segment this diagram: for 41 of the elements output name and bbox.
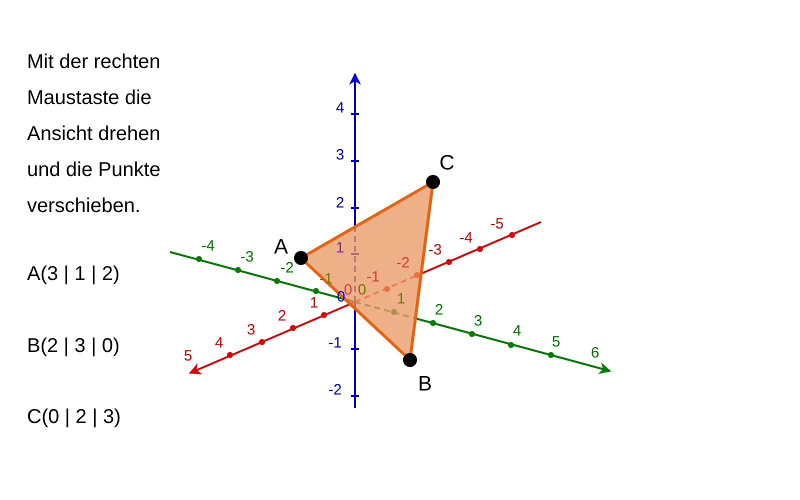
tick-label: -1 <box>328 336 342 350</box>
point-label: A <box>274 236 288 258</box>
instructions-text: Mit der rechten Maustaste die Ansicht drehen und die Punkte verschieben. <box>27 50 162 219</box>
tick-label: 0 <box>344 282 352 298</box>
point-marker <box>294 251 308 265</box>
tick-label: -1 <box>319 272 333 286</box>
point-marker <box>403 353 417 367</box>
tick-label: -3 <box>240 250 254 264</box>
tick-label: -2 <box>328 382 342 398</box>
tick-label: 2 <box>336 196 344 210</box>
coordinate-label: B(2 | 3 | 0) <box>27 336 120 356</box>
tick-label: -2 <box>396 256 410 270</box>
triangle-side <box>409 188 434 354</box>
tick-label: -3 <box>428 242 442 258</box>
tick-label: 2 <box>278 308 286 324</box>
tick-label: 6 <box>590 346 600 360</box>
tick-label: 5 <box>184 348 192 364</box>
point-label: B <box>418 374 432 394</box>
point-label: C <box>439 152 455 174</box>
tick-label: 4 <box>512 324 522 338</box>
tick-label: -4 <box>459 230 473 246</box>
tick-label: 4 <box>214 336 224 350</box>
tick-label: 4 <box>336 100 344 116</box>
triangle-side <box>305 262 406 356</box>
tick-label: 3 <box>336 148 344 162</box>
tick-label: -5 <box>490 216 504 232</box>
coordinate-label: A(3 | 1 | 2) <box>27 264 120 284</box>
tick-label: 3 <box>474 314 482 328</box>
tick-label: 1 <box>310 296 318 310</box>
tick-label: 2 <box>434 302 444 318</box>
tick-label: -4 <box>201 238 215 254</box>
coordinate-label: C(0 | 2 | 3) <box>27 407 121 427</box>
tick-label: 1 <box>336 240 344 256</box>
tick-label: 3 <box>246 322 256 338</box>
point-marker <box>426 175 440 189</box>
tick-label: 0 <box>358 282 366 298</box>
tick-label: 1 <box>396 292 406 306</box>
triangle-side <box>306 184 428 256</box>
tick-label: -2 <box>280 260 294 276</box>
tick-label: -1 <box>366 270 380 284</box>
tick-label: 5 <box>552 334 560 350</box>
